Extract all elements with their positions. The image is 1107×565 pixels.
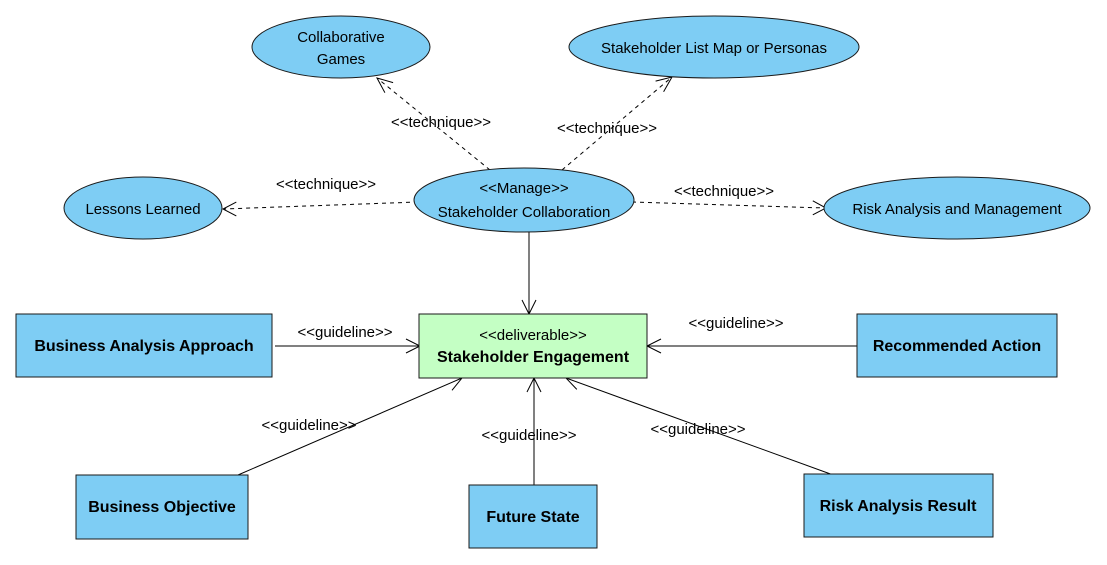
edge-label-guideline-recommended: <<guideline>>: [688, 315, 783, 332]
edge-label-guideline-future: <<guideline>>: [481, 427, 576, 444]
edge-guideline-business-analysis-approach: [275, 338, 422, 354]
edge-label-guideline-risk: <<guideline>>: [650, 421, 745, 438]
process-name: Stakeholder Collaboration: [438, 204, 611, 221]
process-stakeholder-collaboration[interactable]: <<Manage>> Stakeholder Collaboration: [413, 167, 635, 233]
technique-lessons-learned[interactable]: Lessons Learned: [63, 176, 223, 240]
future-state-label: Future State: [486, 509, 579, 526]
technique-risk-analysis[interactable]: Risk Analysis and Management: [823, 176, 1091, 240]
input-risk-analysis-result[interactable]: Risk Analysis Result: [803, 473, 994, 538]
deliverable-stakeholder-engagement[interactable]: <<deliverable>> Stakeholder Engagement: [418, 313, 648, 379]
business-objective-label: Business Objective: [88, 499, 236, 516]
collaborative-games-label-line2: Games: [317, 51, 365, 68]
deliverable-name: Stakeholder Engagement: [437, 349, 630, 366]
edge-label-technique-risk: <<technique>>: [674, 183, 774, 200]
input-future-state[interactable]: Future State: [468, 484, 598, 549]
technique-stakeholder-list[interactable]: Stakeholder List Map or Personas: [568, 15, 860, 79]
lessons-learned-label: Lessons Learned: [85, 201, 200, 218]
input-business-objective[interactable]: Business Objective: [75, 474, 249, 540]
edge-technique-lessons-learned: [221, 201, 419, 217]
deliverable-stereotype: <<deliverable>>: [479, 327, 587, 344]
edge-technique-collaborative-games: [375, 77, 491, 171]
edge-label-technique-lessons: <<technique>>: [276, 176, 376, 193]
edge-label-technique-list: <<technique>>: [557, 120, 657, 137]
edge-guideline-recommended-action: [645, 338, 857, 354]
edge-technique-risk-analysis: [631, 200, 828, 216]
recommended-action-label: Recommended Action: [873, 338, 1041, 355]
risk-analysis-result-label: Risk Analysis Result: [820, 498, 977, 515]
process-stereotype: <<Manage>>: [479, 180, 568, 197]
edge-manage-to-deliverable: [521, 232, 537, 316]
technique-collaborative-games[interactable]: Collaborative Games: [251, 15, 431, 79]
edge-label-technique-games: <<technique>>: [391, 114, 491, 131]
risk-analysis-label: Risk Analysis and Management: [852, 201, 1062, 218]
input-recommended-action[interactable]: Recommended Action: [856, 313, 1058, 378]
edge-label-guideline-objective: <<guideline>>: [261, 417, 356, 434]
stakeholder-list-label: Stakeholder List Map or Personas: [601, 40, 827, 57]
edge-label-guideline-approach: <<guideline>>: [297, 324, 392, 341]
input-business-analysis-approach[interactable]: Business Analysis Approach: [15, 313, 273, 378]
collaborative-games-label-line1: Collaborative: [297, 29, 385, 46]
business-analysis-approach-label: Business Analysis Approach: [34, 338, 253, 355]
